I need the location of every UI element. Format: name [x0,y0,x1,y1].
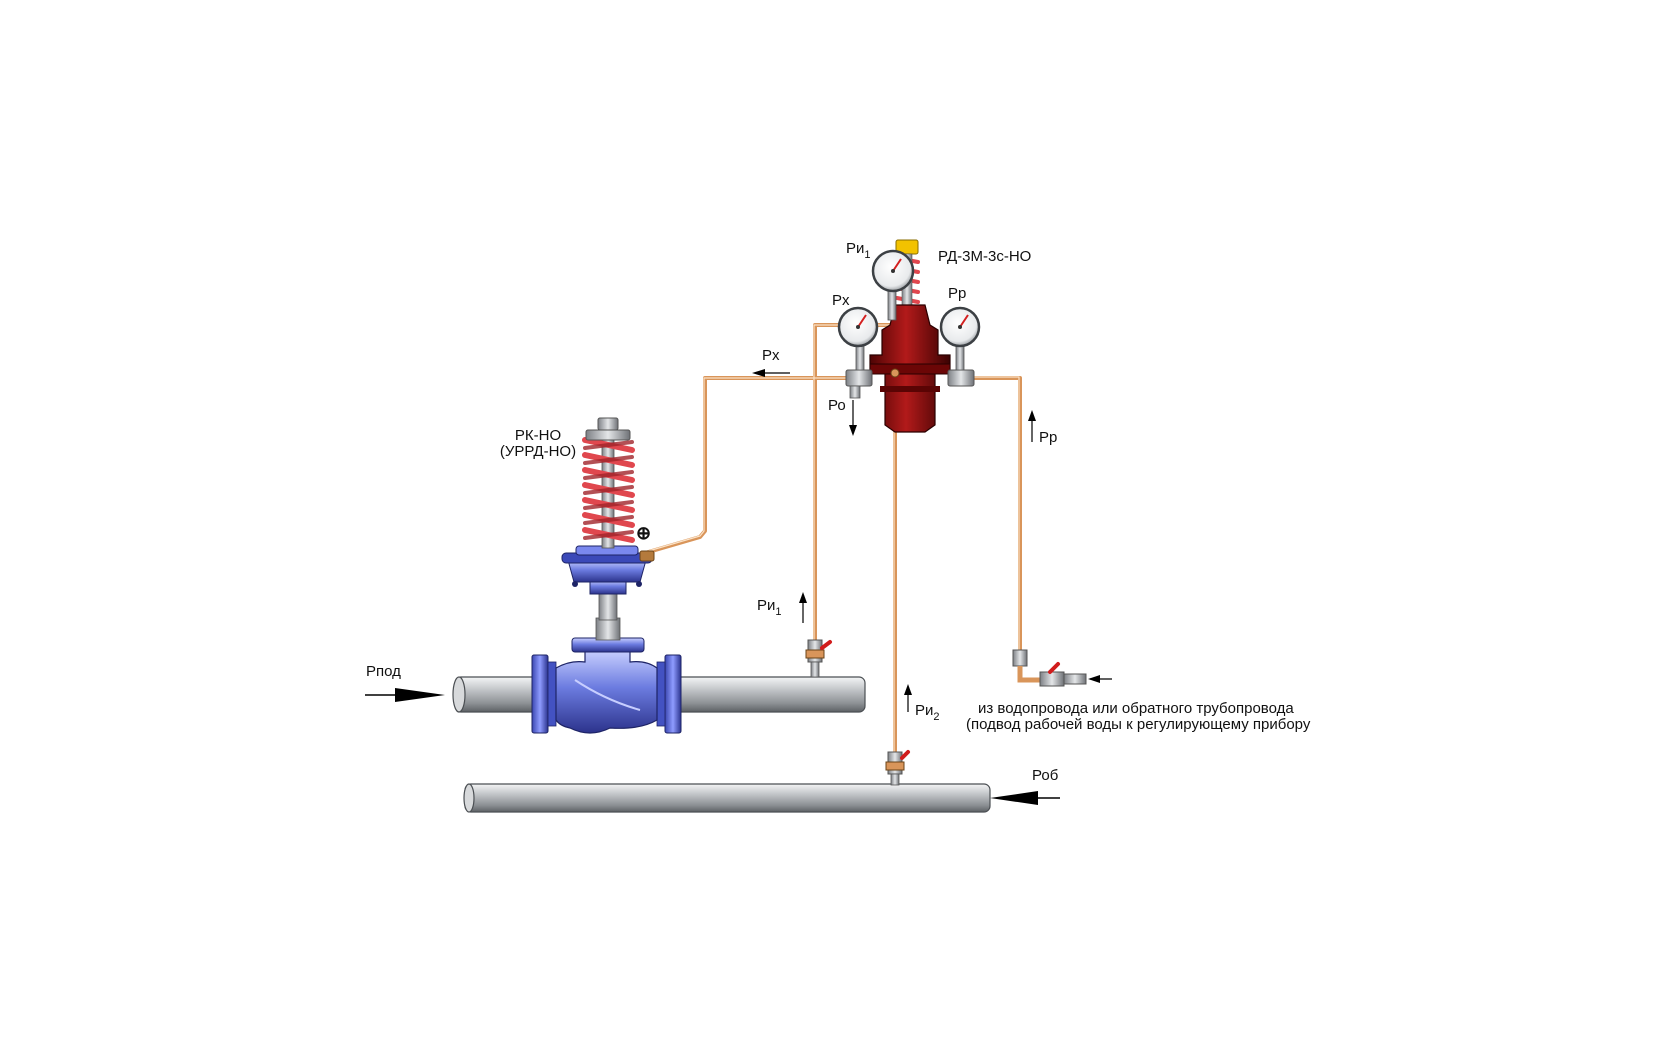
arrow-pi1 [799,592,807,623]
arrow-water-in [1088,675,1112,683]
control-valve-spring [582,417,635,549]
arrow-p-ob [990,791,1060,805]
arrow-px [752,369,790,377]
gauge-px [837,306,879,348]
note-line2: (подвод рабочей воды к регулирующему при… [966,716,1311,733]
label-p-pod: Рпод [366,663,401,680]
label-pi1-bottom-text: Ри [757,597,776,614]
tap-pi2 [885,750,910,786]
label-px-line: Рх [762,347,780,364]
label-pi2-sub: 2 [933,711,940,723]
tube-pr [960,376,1022,654]
gauge-pi1 [871,249,915,293]
gauge-pr [939,306,981,348]
label-regulator: РД-3М-3с-НО [938,248,1032,265]
label-pi1-bottom-sub: 1 [775,606,782,618]
tap-pr [1012,649,1087,687]
label-p-ob: Роб [1032,767,1059,784]
tube-px-to-valve [643,376,857,555]
label-valve-name: РК-НО (УРРД-НО) [488,428,588,460]
label-px-gauge: Рх [832,292,850,309]
note-water-source: из водопровода или обратного трубопровод… [966,701,1310,733]
label-pi1-bottom: Ри1 [757,598,782,620]
label-pi1-top-text: Ри [846,240,865,257]
control-valve-body [531,637,682,734]
control-valve-stem [589,579,627,641]
regulator-fittings [845,289,975,399]
label-plus: ⊕ [636,523,652,543]
label-pi2-text: Ри [915,702,934,719]
label-pr-line: Рр [1039,429,1058,446]
control-valve-diaphragm [561,545,655,587]
return-pipe [463,783,991,813]
label-pi1-top: Ри1 [846,241,871,263]
arrow-po [849,400,857,436]
arrow-pi2 [904,684,912,712]
label-valve-name-line2: (УРРД-НО) [499,443,577,460]
label-pi1-top-sub: 1 [864,249,871,261]
note-line1: из водопровода или обратного трубопровод… [978,700,1294,717]
label-po: Ро [828,397,846,414]
label-pr-gauge: Рр [948,285,967,302]
label-pi2: Ри2 [915,703,940,725]
tap-pi1 [805,639,832,678]
label-valve-name-line1: РК-НО [514,427,562,444]
arrow-p-pod [365,688,445,702]
arrow-pr [1028,410,1036,442]
